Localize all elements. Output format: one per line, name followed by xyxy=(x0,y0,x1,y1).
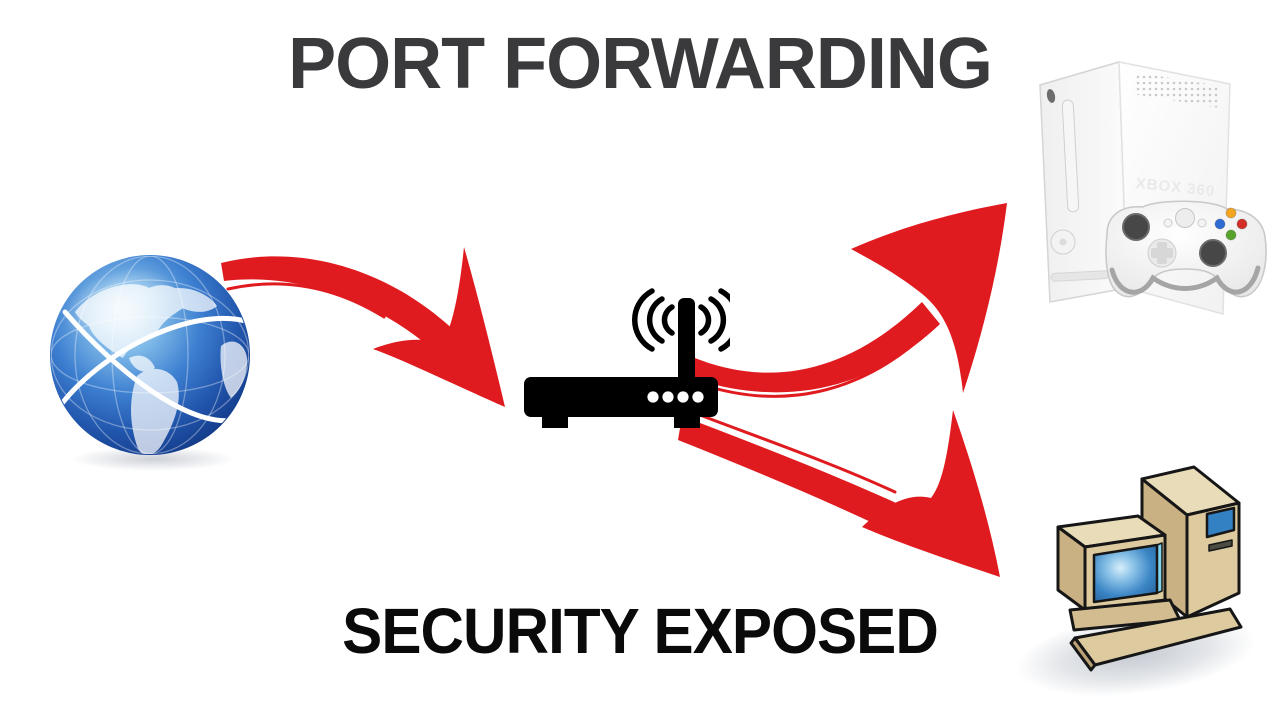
globe-internet-icon xyxy=(50,255,250,471)
controller-dpad-cross xyxy=(1151,242,1173,264)
globe-gloss-highlight xyxy=(63,268,177,342)
monitor-screen xyxy=(1092,543,1159,604)
computer-keyboard xyxy=(1069,607,1243,672)
controller-right-stick xyxy=(1199,239,1227,267)
xbox-console-icon: XBOX 360 xyxy=(1039,61,1267,315)
controller-start-button xyxy=(1197,218,1207,228)
router-foot xyxy=(674,414,700,428)
button-a xyxy=(1225,229,1237,241)
arrow-internet-to-router xyxy=(221,247,505,407)
wifi-signal-icon xyxy=(632,288,730,352)
controller-back-button xyxy=(1163,218,1173,228)
button-y xyxy=(1225,207,1237,219)
router-foot xyxy=(542,414,568,428)
controller-face-buttons xyxy=(1214,207,1248,241)
tower-blue-panel xyxy=(1205,506,1236,539)
controller-gray-trim xyxy=(1109,265,1261,295)
router-leds xyxy=(647,391,704,403)
console-bay-slot xyxy=(1061,99,1080,213)
arrow-router-to-console xyxy=(686,203,1007,398)
button-x xyxy=(1214,218,1226,230)
router-body xyxy=(524,377,718,417)
console-vent-grid xyxy=(1133,72,1220,108)
caption-text: SECURITY EXPOSED xyxy=(342,595,939,667)
controller-left-stick xyxy=(1122,213,1150,241)
console-power-eye xyxy=(1046,89,1056,103)
arrow-router-to-computer xyxy=(678,410,1000,577)
page-title: PORT FORWARDING xyxy=(288,24,993,104)
controller-guide-button xyxy=(1175,208,1195,228)
globe-shadow xyxy=(71,447,235,471)
desktop-computer-icon xyxy=(1016,465,1256,697)
xbox-controller xyxy=(1105,200,1267,298)
tower-drive-slot xyxy=(1208,539,1233,552)
wireless-router-icon xyxy=(524,288,730,428)
console-sync-dot xyxy=(1059,238,1067,246)
button-b xyxy=(1236,218,1248,230)
router-antenna xyxy=(678,298,695,383)
